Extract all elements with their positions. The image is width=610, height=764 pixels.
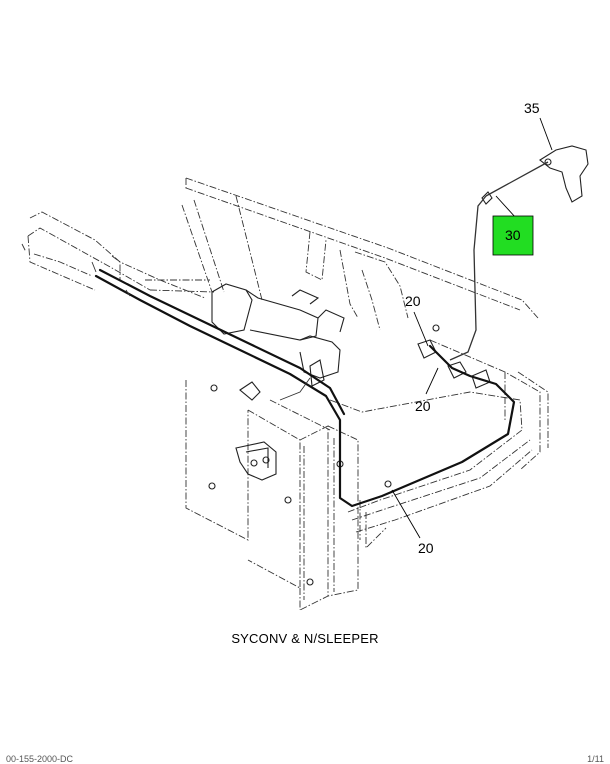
diagram-caption: SYCONV & N/SLEEPER <box>231 631 379 646</box>
callout-30[interactable]: 30 <box>505 227 521 243</box>
footer-reference: 00-155-2000-DC <box>6 754 74 764</box>
callout-leaders <box>391 117 553 539</box>
leader-30 <box>495 195 517 219</box>
callout-20-lower[interactable]: 20 <box>418 540 434 556</box>
cab-outline <box>21 177 549 611</box>
leader-20a <box>413 311 429 347</box>
callout-20-middle[interactable]: 20 <box>415 398 431 414</box>
footer-page: 1/11 <box>587 754 604 764</box>
callout-35[interactable]: 35 <box>524 100 540 116</box>
leader-20b <box>425 367 439 395</box>
wire-harness <box>91 161 549 508</box>
callout-20-upper[interactable]: 20 <box>405 293 421 309</box>
leader-20c <box>391 489 421 539</box>
callout-30-highlight <box>492 215 534 256</box>
leader-35 <box>539 117 553 151</box>
